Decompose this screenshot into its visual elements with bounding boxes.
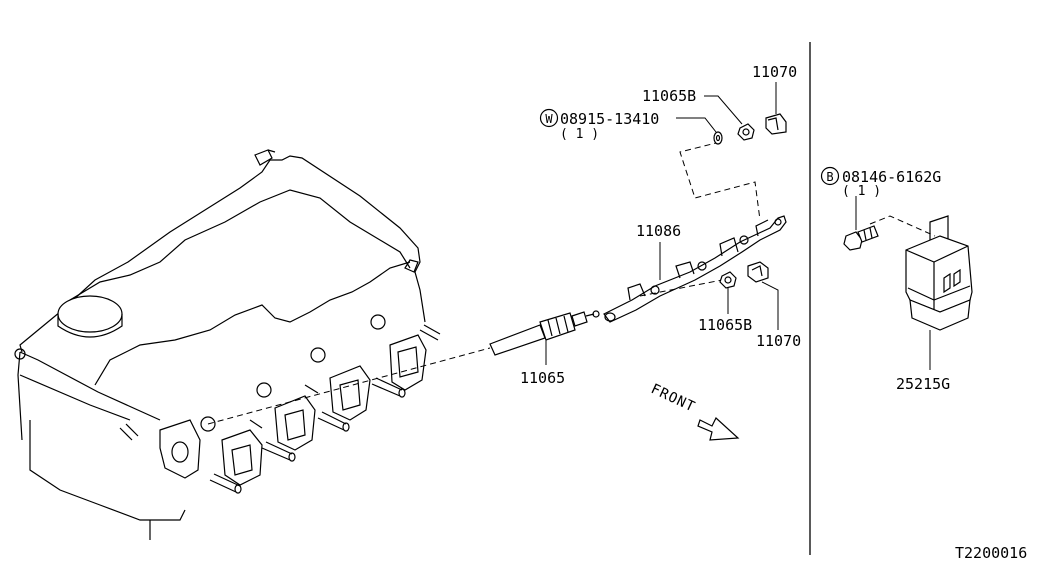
label-25215G: 25215G: [896, 375, 950, 393]
label-washer-qty: ( 1 ): [560, 127, 599, 142]
washer-symbol-badge: W: [539, 108, 559, 128]
label-11086: 11086: [636, 222, 681, 240]
label-washer-part: 08915-13410: [560, 110, 659, 128]
label-11065B-top: 11065B: [642, 87, 696, 105]
front-label: FRONT: [648, 381, 698, 415]
diagram-code: T2200016: [955, 544, 1027, 562]
washer-symbol: W: [545, 112, 553, 126]
front-arrow-icon: [697, 417, 740, 441]
connector-plate-11086: [603, 215, 787, 323]
cap-11070-top: [765, 113, 787, 135]
washer-08915: [713, 131, 723, 145]
cap-11070-bottom: [747, 261, 769, 283]
manifold-ports: [159, 334, 427, 486]
glow-plug-11065: [489, 310, 600, 365]
cylinder-head-illustration: [14, 149, 441, 540]
bolt-symbol-badge: B: [820, 166, 840, 186]
bolt-08146: [843, 225, 879, 251]
label-11070-top: 11070: [752, 63, 797, 81]
nut-11065B-bottom: [719, 271, 737, 289]
glow-relay-25215G: [905, 215, 973, 331]
label-11070-bottom: 11070: [756, 332, 801, 350]
label-11065: 11065: [520, 369, 565, 387]
label-bolt-qty: ( 1 ): [842, 184, 881, 199]
label-bolt-part: 08146-6162G: [842, 168, 941, 186]
bolt-symbol: B: [826, 170, 833, 184]
manifold-studs: [119, 324, 441, 494]
label-11065B-bottom: 11065B: [698, 316, 752, 334]
nut-11065B-top: [737, 123, 755, 141]
